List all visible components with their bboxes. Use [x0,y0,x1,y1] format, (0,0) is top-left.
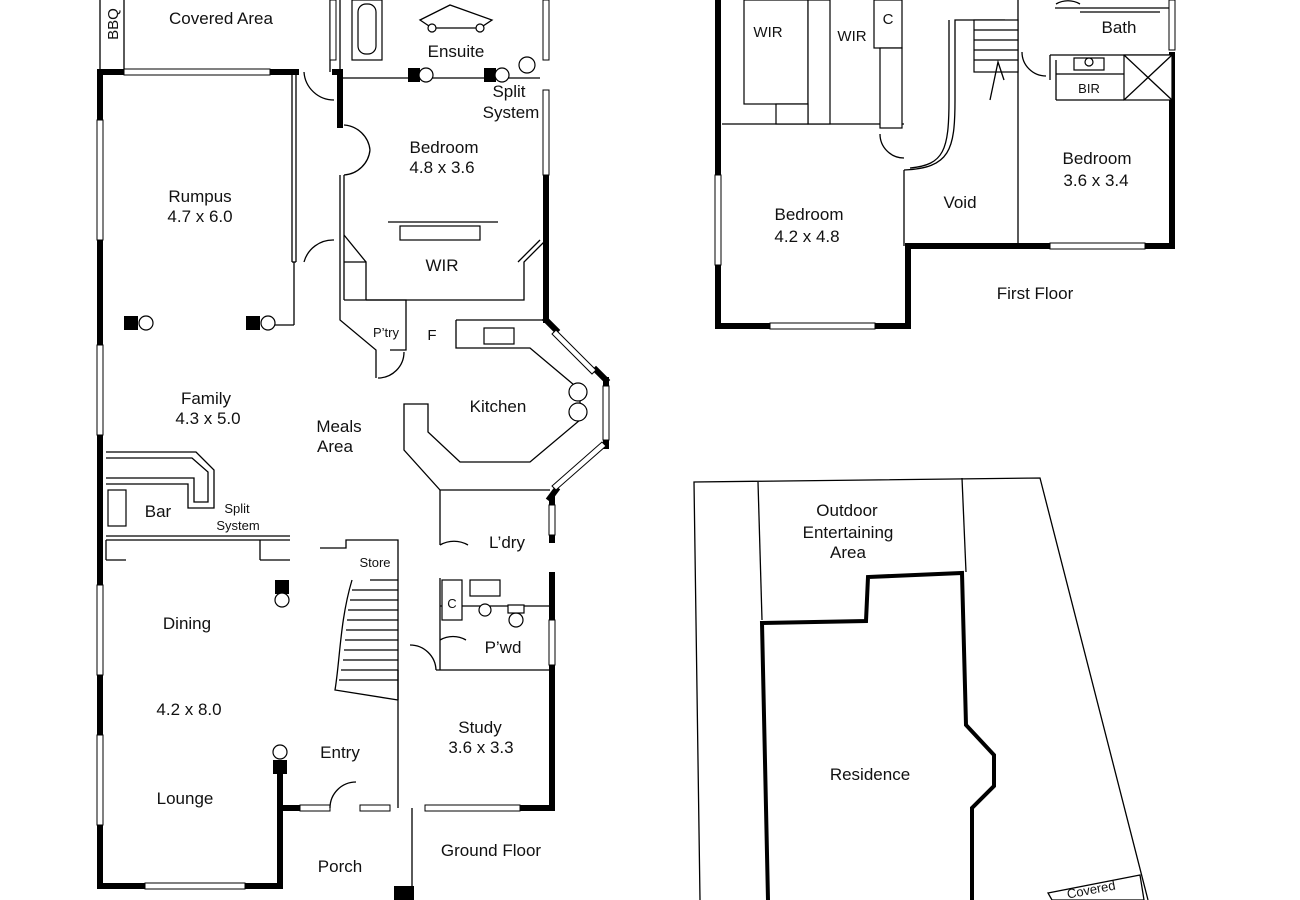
bbq-label: BBQ [105,8,122,40]
first-floor-title: First Floor [997,284,1074,303]
kitchen-label: Kitchen [470,397,527,416]
outdoor-area-label: Outdoor [816,501,878,520]
covered-area-label: Covered Area [169,9,273,28]
split-system-label: Split [224,501,250,516]
split-system-units [124,67,510,900]
residence-label: Residence [830,765,910,784]
first-floor-robes [743,0,903,129]
study-label: Study [458,718,502,737]
powder-room-label: P’wd [485,638,522,657]
ground-floor-plan: Covered Area BBQ Ensuite Split System Be… [96,0,611,900]
split-system-label: System [216,518,259,533]
study-dimensions: 3.6 x 3.3 [448,738,513,757]
dining-dimensions: 4.2 x 8.0 [156,700,221,719]
store-label: Store [359,555,390,570]
bedroom-label: Bedroom [1063,149,1132,168]
cupboard-label: C [883,11,894,28]
first-floor-windows [714,0,1176,330]
bedroom-label: Bedroom [775,205,844,224]
wir-label: WIR [837,28,866,45]
cupboard-label: C [447,596,456,611]
first-floor-plan: WIR WIR C Bath BIR Bedroom 4.2 x 4.8 Voi… [714,0,1176,330]
bedroom-label: Bedroom [410,138,479,157]
site-plan: Outdoor Entertaining Area Residence Cove… [693,477,1149,900]
ground-floor-windows [96,0,610,890]
bedroom-dimensions: 4.8 x 3.6 [409,158,474,177]
stair-flight [320,539,399,701]
family-dimensions: 4.3 x 5.0 [175,409,240,428]
fridge-label: F [427,327,436,344]
meals-area-label: Area [317,437,353,456]
bath-label: Bath [1102,18,1137,37]
bedroom-dimensions: 4.2 x 4.8 [774,227,839,246]
pantry-label: P’try [373,325,400,340]
meals-area-label: Meals [316,417,361,436]
residence-outline [759,570,996,900]
outdoor-area-label: Entertaining [803,523,894,542]
family-label: Family [181,389,232,408]
porch-label: Porch [318,857,362,876]
ground-floor-title: Ground Floor [441,841,541,860]
first-floor-labels: WIR WIR C Bath BIR Bedroom 4.2 x 4.8 Voi… [753,11,1136,303]
lounge-label: Lounge [157,789,214,808]
first-floor-stairs [879,0,1081,171]
laundry-label: L’dry [489,533,525,552]
wir-label: WIR [753,24,782,41]
first-floor-walls [715,0,1175,329]
site-plan-labels: Outdoor Entertaining Area Residence Cove… [803,501,1117,900]
entry-label: Entry [320,743,360,762]
wir-label: WIR [425,256,458,275]
dining-label: Dining [163,614,211,633]
bir-label: BIR [1078,81,1100,96]
rumpus-label: Rumpus [168,187,231,206]
ground-floor-fixtures [351,0,588,628]
ensuite-label: Ensuite [428,42,485,61]
ground-floor-labels: Covered Area BBQ Ensuite Split System Be… [105,8,541,876]
covered-label: Covered [1066,878,1117,900]
first-floor-fixtures [1073,11,1173,101]
bar-label: Bar [145,502,172,521]
covered-structure [1046,874,1145,900]
ground-floor-doors [303,71,469,809]
site-boundary [693,477,1149,900]
split-system-label: Split [492,82,525,101]
split-system-label: System [483,103,540,122]
void-label: Void [943,193,976,212]
bedroom-dimensions: 3.6 x 3.4 [1063,171,1128,190]
ground-floor-interior-walls [105,221,581,886]
outdoor-area-label: Area [830,543,866,562]
rumpus-dimensions: 4.7 x 6.0 [167,207,232,226]
